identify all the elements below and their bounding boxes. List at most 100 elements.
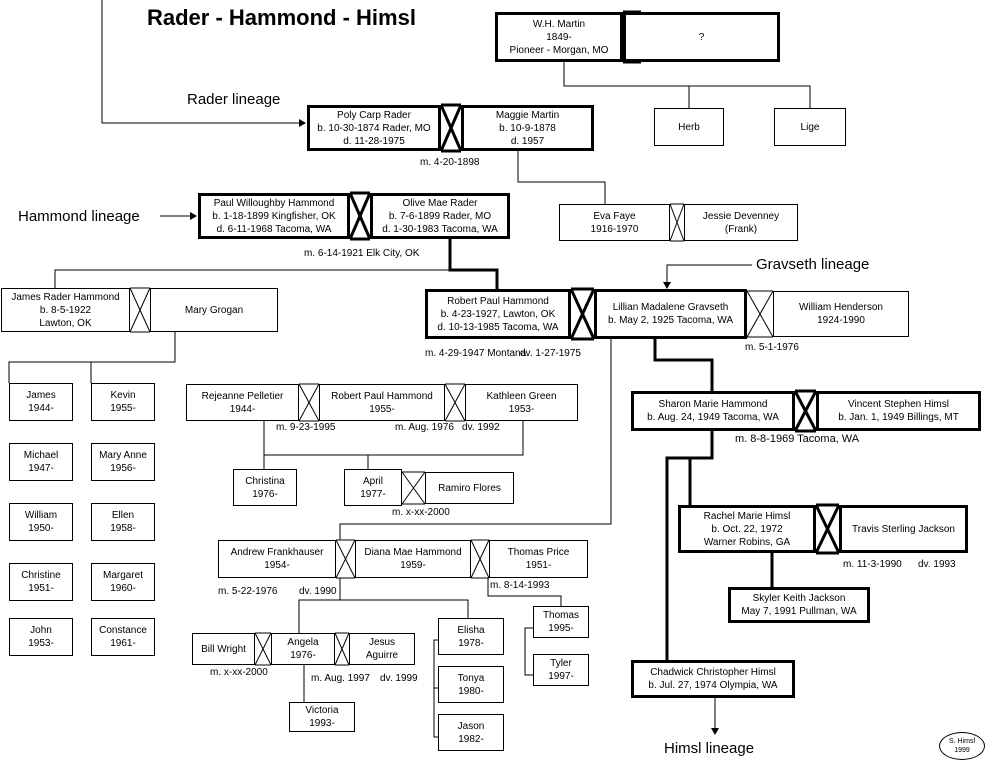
spouse-connector: [669, 203, 685, 242]
person-text: Aguirre: [365, 650, 399, 661]
person-text: Herb: [678, 121, 700, 133]
person-text: 1993-: [309, 718, 335, 729]
spouse-connector: [334, 632, 350, 666]
person-text: b. Jan. 1, 1949 Billings, MT: [838, 412, 959, 423]
connector-line: [263, 421, 524, 456]
connector-line: [298, 578, 341, 633]
person-text: Margaret: [102, 570, 143, 581]
person-text: 1976-: [252, 488, 278, 500]
spouse-connector: [298, 383, 320, 422]
person-text: b. 10-9-1878: [499, 122, 556, 134]
person-text: W.H. Martin: [532, 18, 586, 30]
connector-line: [563, 62, 811, 108]
person-text: 1997-: [548, 671, 574, 682]
person-text: 1956-: [110, 463, 136, 474]
arrow-head: [190, 212, 197, 220]
person-text: Travis Sterling Jackson: [852, 523, 955, 535]
person-box-bill-wright: Bill Wright: [192, 633, 255, 665]
marriage-label: m. Aug. 1976: [395, 422, 454, 433]
lineage-line: [448, 239, 499, 289]
person-text: b. May 2, 1925 Tacoma, WA: [607, 315, 734, 326]
person-text: 1982-: [458, 733, 484, 745]
person-text: Rejeanne Pelletier: [201, 390, 284, 402]
hammond-lineage-label: Hammond lineage: [18, 208, 140, 225]
person-text: Tonya: [457, 672, 485, 684]
person-text: Jason: [457, 720, 485, 732]
person-box-lillian: Lillian Madalene Gravseth b. May 2, 1925 …: [594, 289, 747, 339]
person-box-lige: Lige: [774, 108, 846, 146]
spouse-connector: [814, 503, 841, 555]
person-text: Mary Anne: [99, 450, 147, 461]
person-box-jessie: Jessie Devenney(Frank): [684, 204, 798, 241]
person-text: 1961-: [110, 638, 136, 649]
person-text: Lige: [800, 121, 820, 133]
divorce-label: dv. 1990: [299, 586, 337, 597]
person-text: Andrew Frankhauser: [230, 547, 324, 558]
person-text: Michael: [23, 450, 59, 461]
person-text: Elisha: [457, 624, 485, 636]
person-text: 1958-: [110, 523, 136, 534]
person-text: 1953-: [28, 638, 54, 649]
person-text: 1953-: [508, 403, 535, 415]
person-text: 1951-: [28, 583, 54, 594]
person-text: Robert Paul Hammond: [331, 390, 433, 402]
person-box-travis: Travis Sterling Jackson: [839, 505, 968, 553]
marriage-label: m. Aug. 1997: [311, 673, 370, 684]
person-text: Constance: [99, 625, 147, 636]
person-text: Lillian Madalene Gravseth: [612, 302, 729, 313]
person-text: 1944-: [28, 403, 54, 414]
marriage-label: m. 11-3-1990: [843, 559, 902, 570]
person-text: Diana Mae Hammond: [364, 547, 462, 558]
person-text: b. Oct. 22, 1972: [711, 523, 783, 535]
person-text: 1955-: [369, 403, 395, 415]
marriage-label: m. 6-14-1921 Elk City, OK: [304, 248, 420, 259]
spouse-connector: [254, 632, 272, 666]
person-text: 1960-: [110, 583, 136, 594]
person-text: Eva Faye: [593, 210, 636, 222]
person-text: Mary Grogan: [184, 304, 244, 316]
person-text: Warner Robins, GA: [703, 536, 791, 548]
person-text: Paul Willoughby Hammond: [213, 197, 335, 209]
arrow-head: [299, 119, 306, 127]
person-text: Maggie Martin: [495, 109, 560, 121]
person-text: d. 6-11-1968 Tacoma, WA: [216, 223, 332, 235]
person-text: Lawton, OK: [39, 317, 92, 329]
person-text: b. 1-18-1899 Kingfisher, OK: [212, 210, 336, 222]
person-text: 1924-1990: [817, 315, 865, 326]
spouse-connector: [401, 471, 426, 505]
person-text: b. 4-23-1927, Lawton, OK: [440, 308, 556, 320]
person-text: Christina: [245, 475, 285, 487]
connector-line: [517, 168, 606, 204]
person-text: 1976-: [290, 650, 316, 661]
marriage-label: m. 4-20-1898: [420, 157, 480, 168]
spouse-connector: [348, 191, 372, 241]
person-text: b. 7-6-1899 Rader, MO: [388, 210, 492, 222]
divorce-label: dv. 1992: [462, 422, 500, 433]
connector-line: [339, 339, 612, 540]
person-text: ?: [698, 31, 705, 43]
person-box-herb: Herb: [654, 108, 724, 146]
author-badge: S. Himsl 1999: [939, 732, 985, 760]
person-text: (Frank): [724, 223, 758, 235]
person-text: Rachel Marie Himsl: [703, 510, 791, 522]
connector-line: [524, 627, 533, 676]
person-text: 1977-: [360, 488, 386, 500]
